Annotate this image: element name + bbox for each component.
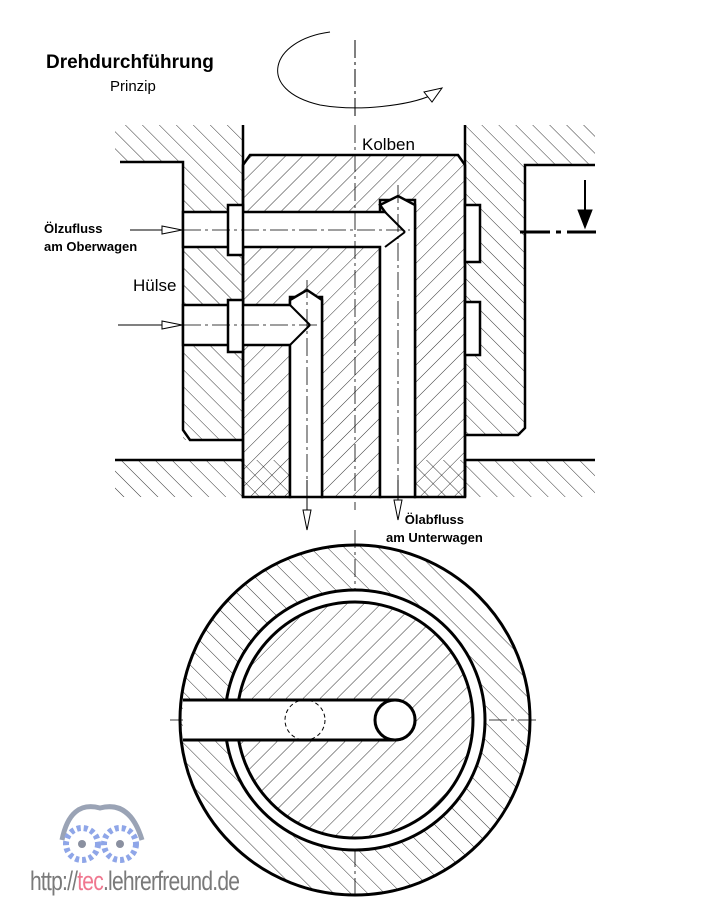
rotation-arrow-icon [277, 31, 444, 120]
flow-arrows [118, 225, 403, 531]
section-marker [520, 180, 596, 234]
label-oil-inflow-line2: am Oberwagen [44, 239, 138, 254]
cross-section-view [178, 543, 532, 897]
watermark-url: http://tec.lehrerfreund.de [30, 866, 240, 897]
label-oil-outflow: Ölabfluss am Unterwagen [386, 511, 483, 547]
url-highlight: tec [77, 866, 104, 896]
oil-channels [181, 194, 482, 499]
url-suffix: .lehrerfreund.de [102, 866, 240, 896]
label-oil-outflow-line2: am Unterwagen [386, 530, 483, 545]
diagram-subtitle: Prinzip [110, 78, 156, 95]
label-oil-outflow-line1: Ölabfluss [404, 512, 465, 527]
label-oil-inflow: Ölzufluss am Oberwagen [44, 220, 137, 256]
owl-logo-icon [59, 804, 145, 863]
label-sleeve: Hülse [133, 276, 177, 295]
label-piston: Kolben [362, 135, 415, 154]
url-prefix: http:// [30, 866, 78, 896]
label-oil-inflow-line1: Ölzufluss [44, 221, 103, 236]
diagram-title: Drehdurchführung [46, 52, 214, 73]
